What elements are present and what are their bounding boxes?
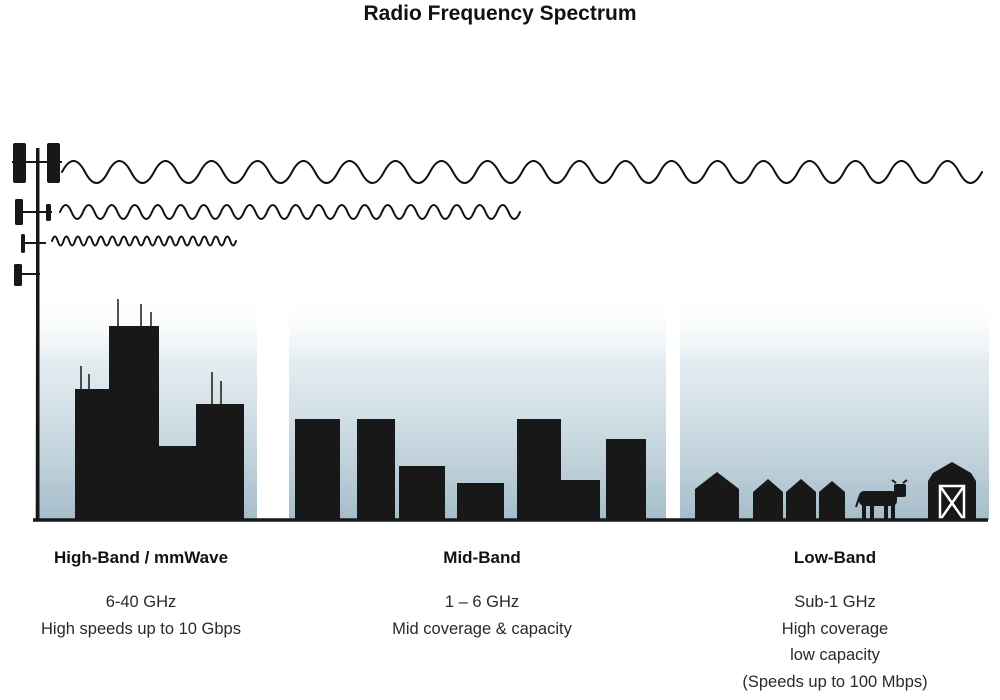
highband-frequency: 6-40 GHz	[105, 593, 177, 611]
house	[753, 479, 783, 520]
cow-body	[859, 491, 897, 506]
building	[606, 439, 646, 520]
building	[357, 419, 395, 520]
cow-head	[894, 484, 906, 497]
barn-icon	[928, 462, 976, 522]
spectrum-illustration	[12, 143, 989, 522]
tower-antenna-3	[21, 234, 25, 253]
high-band-wave	[51, 235, 237, 247]
lowband-label: Low-Band	[793, 548, 877, 567]
tower-antenna-right	[47, 143, 60, 183]
tower-antenna-left	[13, 143, 26, 183]
highband-description: High speeds up to 10 Gbps	[41, 619, 241, 638]
cow-icon	[855, 479, 908, 519]
lowband-scene	[695, 462, 976, 522]
lowband-description-3: (Speeds up to 100 Mbps)	[742, 672, 928, 691]
tower-antenna-2	[15, 199, 23, 225]
cow-horn	[902, 479, 908, 484]
building	[196, 404, 244, 520]
building	[159, 446, 196, 520]
lowband-frequency: Sub-1 GHz	[794, 593, 876, 611]
midband-description: Mid coverage & capacity	[392, 619, 572, 638]
house	[819, 481, 845, 520]
cow-leg	[891, 503, 895, 519]
highband-skyline	[75, 299, 244, 520]
highband-label: High-Band / mmWave	[53, 548, 229, 567]
building	[295, 419, 340, 520]
cow-leg	[884, 503, 888, 519]
building	[457, 483, 504, 520]
lowband-description-2: low capacity	[790, 646, 880, 664]
low-band-wave	[61, 160, 983, 184]
mid-band-wave	[59, 204, 521, 220]
midband-panel	[289, 295, 666, 520]
barn-door-cross	[938, 485, 966, 521]
tower-antenna-2b	[46, 204, 51, 221]
lowband-caption: Low-Band Sub-1 GHz High coverage low cap…	[685, 548, 985, 695]
house	[695, 472, 739, 520]
tower-antenna-4	[14, 264, 22, 286]
building	[109, 326, 159, 520]
lowband-description-1: High coverage	[781, 619, 889, 638]
radio-waves	[51, 160, 983, 247]
midband-frequency: 1 – 6 GHz	[444, 593, 520, 611]
midband-skyline	[295, 419, 646, 520]
highband-caption: High-Band / mmWave 6-40 GHz High speeds …	[0, 548, 282, 642]
building	[517, 419, 561, 520]
cow-leg	[870, 503, 874, 519]
cow-leg	[862, 503, 866, 519]
cell-tower-icon	[12, 143, 62, 520]
tower-mast	[36, 148, 40, 520]
midband-caption: Mid-Band 1 – 6 GHz Mid coverage & capaci…	[332, 548, 632, 642]
midband-label: Mid-Band	[443, 548, 521, 567]
building	[75, 389, 111, 520]
building	[399, 466, 445, 520]
building	[561, 480, 600, 520]
cow-horn	[891, 479, 897, 484]
page-title: Radio Frequency Spectrum	[363, 2, 637, 25]
house	[786, 479, 816, 520]
